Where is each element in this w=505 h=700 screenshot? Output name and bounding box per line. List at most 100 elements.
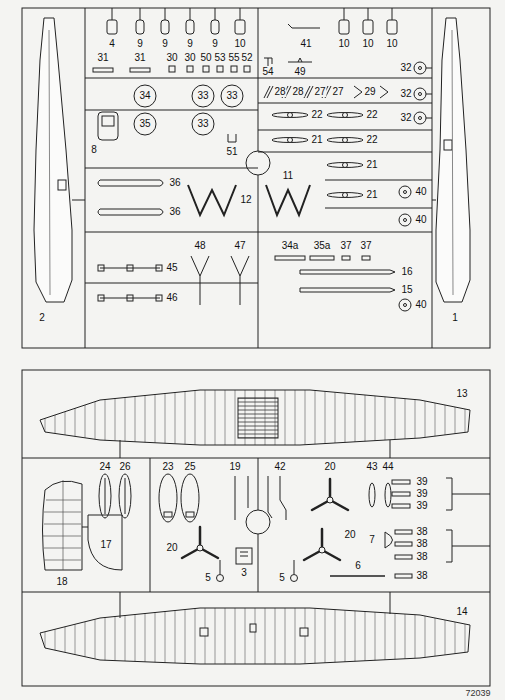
small-part	[99, 474, 111, 518]
fuselage-half	[34, 18, 470, 302]
wing	[40, 390, 470, 664]
wing	[40, 390, 470, 445]
callout-number: 27	[331, 87, 344, 97]
callout-number: 15	[400, 285, 413, 295]
callout-number: 39	[415, 489, 428, 499]
wing	[300, 628, 308, 636]
sprue-frame	[22, 370, 490, 686]
small-part	[93, 8, 432, 311]
small-part	[43, 474, 413, 582]
small-part	[399, 186, 411, 198]
small-part	[169, 66, 175, 72]
small-part	[426, 68, 432, 69]
callout-number: 48	[193, 241, 206, 251]
sprue-drawing	[22, 8, 490, 686]
small-part	[156, 295, 162, 301]
small-part	[235, 20, 245, 34]
callout-number: 38	[415, 539, 428, 549]
small-part	[392, 8, 393, 20]
callout-number: 22	[310, 110, 323, 120]
callout-number: 30	[183, 53, 196, 63]
callout-number: 46	[165, 293, 178, 303]
callout-number: 34	[138, 91, 151, 101]
small-part	[404, 191, 407, 194]
callout-number: 25	[183, 462, 196, 472]
sprue-frame	[325, 180, 432, 181]
small-part	[240, 552, 248, 553]
small-part	[192, 85, 214, 107]
sprue-frame	[85, 232, 432, 233]
callout-number: 21	[365, 160, 378, 170]
small-part	[404, 304, 407, 307]
propeller	[312, 479, 348, 510]
small-part	[395, 542, 412, 546]
sprue-frame	[22, 458, 490, 459]
small-part	[192, 113, 214, 135]
propeller-hub	[319, 547, 325, 553]
callout-number: 41	[299, 39, 312, 49]
callout-number: 37	[359, 241, 372, 251]
small-part	[164, 512, 172, 517]
small-part	[354, 86, 362, 98]
small-part	[392, 492, 410, 496]
callout-number: 36	[168, 178, 181, 188]
callout-number: 38	[415, 552, 428, 562]
fuselage-half	[452, 30, 453, 295]
small-part	[102, 116, 114, 126]
callout-number: 2	[38, 313, 46, 323]
small-part	[404, 219, 407, 222]
sprue-frame	[85, 78, 432, 79]
callout-number: 1	[451, 313, 459, 323]
propeller	[288, 113, 293, 118]
sprue-frame	[258, 152, 432, 153]
callout-number: 39	[415, 477, 428, 487]
small-part	[392, 504, 410, 508]
callout-number: 16	[400, 267, 413, 277]
small-part	[264, 58, 272, 66]
callout-number: 32	[399, 89, 412, 99]
propeller	[327, 138, 363, 143]
sprue-frame	[258, 130, 432, 131]
sprue-frame	[85, 283, 258, 284]
small-part	[380, 86, 388, 98]
callout-number: 14	[455, 607, 468, 617]
small-part	[294, 560, 295, 574]
callout-number: 35a	[313, 241, 332, 251]
callout-number: 28	[273, 87, 286, 97]
propeller	[272, 113, 363, 198]
small-part	[217, 575, 224, 582]
callout-number: 42	[273, 462, 286, 472]
callout-number: 26	[118, 462, 131, 472]
small-part	[161, 20, 169, 34]
sprue-frame	[22, 370, 490, 686]
sprue-frame	[258, 534, 259, 592]
callout-number: 51	[225, 147, 238, 157]
callout-number: 29	[363, 87, 376, 97]
small-part	[119, 474, 131, 518]
callout-number: 20	[165, 543, 178, 553]
small-part	[112, 8, 113, 20]
small-part	[392, 480, 410, 484]
propeller	[304, 529, 340, 560]
callout-number: 35	[138, 119, 151, 129]
callout-number: 10	[337, 39, 350, 49]
callout-number: 27	[313, 87, 326, 97]
small-part	[186, 20, 194, 34]
small-part	[275, 256, 305, 260]
callout-number: 40	[414, 187, 427, 197]
callout-number: 53	[213, 53, 226, 63]
callout-number: 22	[365, 135, 378, 145]
small-part	[399, 214, 411, 226]
small-part	[228, 134, 236, 142]
callout-number: 32	[399, 63, 412, 73]
callout-number: 44	[381, 462, 394, 472]
propeller	[272, 113, 308, 118]
wing	[40, 608, 470, 664]
small-part	[339, 20, 349, 34]
callout-number: 37	[339, 241, 352, 251]
fuselage-half	[432, 200, 436, 201]
callout-number: 7	[368, 535, 376, 545]
small-part	[186, 512, 194, 517]
callout-number: 3	[240, 568, 248, 578]
